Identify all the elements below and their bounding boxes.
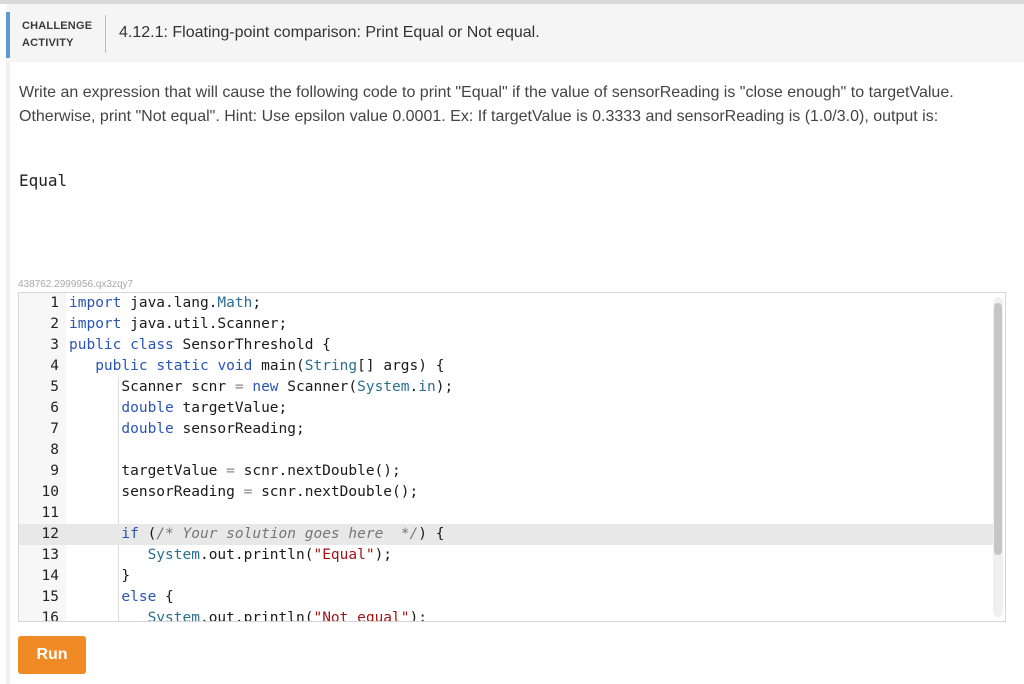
code-line-active[interactable]: 12 if (/* Your solution goes here */) { [19, 524, 993, 545]
line-number: 1 [50, 295, 59, 311]
indent-guide [118, 503, 119, 524]
line-number: 12 [41, 526, 59, 542]
challenge-title: 4.12.1: Floating-point comparison: Print… [119, 24, 540, 41]
line-number: 8 [50, 442, 59, 458]
code-line[interactable]: 10 sensorReading = scnr.nextDouble(); [19, 482, 993, 503]
scrollbar-thumb[interactable] [994, 303, 1002, 555]
line-number: 5 [50, 379, 59, 395]
challenge-header: CHALLENGE ACTIVITY 4.12.1: Floating-poin… [6, 4, 1024, 62]
line-number: 6 [50, 400, 59, 416]
line-number-gutter [19, 293, 66, 621]
line-number: 10 [41, 484, 59, 500]
indent-guide [118, 398, 119, 419]
code-line[interactable]: 7 double sensorReading; [19, 419, 993, 440]
code-line[interactable]: 4 public static void main(String[] args)… [19, 356, 993, 377]
code-line[interactable]: 15 else { [19, 587, 993, 608]
top-border [0, 0, 1024, 4]
line-number: 2 [50, 316, 59, 332]
indent-guide [118, 440, 119, 461]
code-line[interactable]: 14 } [19, 566, 993, 587]
code-line[interactable]: 8 [19, 440, 993, 461]
indent-guide [118, 461, 119, 482]
indent-guide [118, 608, 119, 621]
line-number: 3 [50, 337, 59, 353]
indent-guide [118, 377, 119, 398]
header-divider [105, 15, 106, 53]
line-number: 13 [41, 547, 59, 563]
line-number: 16 [41, 610, 59, 622]
indent-guide [118, 566, 119, 587]
header-accent-bar [6, 12, 10, 58]
line-number: 9 [50, 463, 59, 479]
line-number: 11 [41, 505, 59, 521]
indent-guide [118, 482, 119, 503]
run-button[interactable]: Run [18, 636, 86, 674]
indent-guide [118, 545, 119, 566]
code-line[interactable]: 5 Scanner scnr = new Scanner(System.in); [19, 377, 993, 398]
code-line[interactable]: 6 double targetValue; [19, 398, 993, 419]
challenge-activity-label: CHALLENGE ACTIVITY [22, 18, 92, 52]
line-number: 7 [50, 421, 59, 437]
indent-guide [118, 419, 119, 440]
line-number: 4 [50, 358, 59, 374]
label-line-2: ACTIVITY [22, 37, 74, 49]
indent-guide [118, 587, 119, 608]
code-line[interactable]: 16 System.out.println("Not equal"); [19, 608, 993, 622]
expected-output: Equal [19, 171, 68, 190]
line-number: 15 [41, 589, 59, 605]
code-line[interactable]: 13 System.out.println("Equal"); [19, 545, 993, 566]
instructions-text: Write an expression that will cause the … [19, 84, 954, 125]
panel-left-border [6, 62, 10, 684]
code-line[interactable]: 9 targetValue = scnr.nextDouble(); [19, 461, 993, 482]
line-number: 14 [41, 568, 59, 584]
label-line-1: CHALLENGE [22, 20, 93, 32]
editor-scrollbar[interactable] [993, 297, 1003, 617]
editor-id: 438762.2999956.qx3zqy7 [18, 279, 134, 290]
code-line[interactable]: 11 [19, 503, 993, 524]
